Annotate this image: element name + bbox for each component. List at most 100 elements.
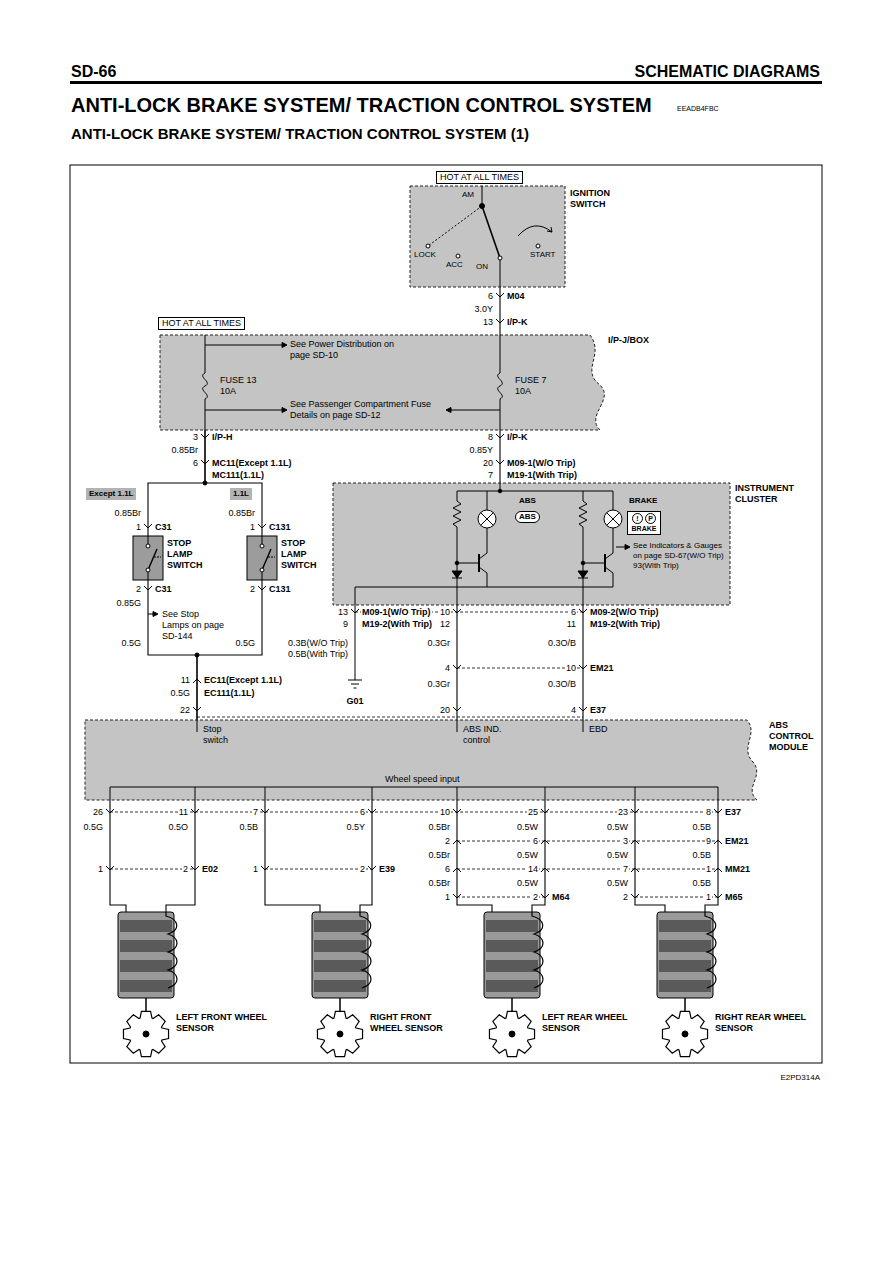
wire-label: 9	[705, 836, 712, 847]
page-heading: SD-66	[70, 62, 117, 81]
wire-label: 20	[482, 458, 494, 469]
wire-label: 0.5W	[606, 850, 629, 861]
wire-label: 1	[135, 522, 142, 533]
node-label: STOP LAMP SWITCH	[167, 538, 211, 571]
junction-box: I/P-J/BOXSee Power Distribution on page …	[160, 335, 600, 430]
node-label: 1.1L	[233, 489, 249, 498]
contact-dot	[536, 244, 540, 248]
wire-label: M09-1(W/O Trip)	[361, 607, 432, 618]
wire-label: 1	[249, 522, 256, 533]
wire-label: 2	[622, 892, 629, 903]
tone-wheel-hub	[143, 1031, 149, 1037]
input-stub	[545, 787, 546, 800]
wire-label: 0.5B	[691, 850, 712, 861]
wire-label: EM21	[724, 836, 750, 847]
fuse-symbol	[498, 335, 503, 430]
node-label: INSTRUMENT CLUSTER	[735, 483, 810, 505]
input-stub	[197, 720, 583, 732]
wire	[148, 580, 197, 720]
wire-label: 26	[92, 807, 104, 818]
wire-line	[262, 536, 263, 580]
wire-label: 0.5O	[167, 822, 189, 833]
coil-winding	[659, 940, 711, 952]
wire-label: 3	[622, 836, 629, 847]
ground-wire	[355, 605, 356, 680]
wire-label: 13	[482, 317, 494, 328]
wire-label: 7	[487, 470, 494, 481]
sw-drawing	[133, 536, 163, 580]
control-module: ABS CONTROL MODULEStop switchABS IND. co…	[85, 720, 760, 800]
sensor-stem	[511, 998, 513, 1011]
cluster-outline	[333, 483, 730, 605]
supply-note-box: HOT AT ALL TIMES	[158, 317, 245, 330]
coil-wire	[532, 912, 543, 988]
start-spring	[547, 227, 552, 232]
connector-dash	[457, 869, 718, 870]
ground-bus	[355, 587, 613, 605]
node-label: LEFT FRONT WHEEL SENSOR	[176, 1012, 271, 1034]
node-label: LOCK	[414, 250, 436, 260]
junction-dot	[455, 561, 459, 565]
transistor-symbol	[605, 567, 613, 587]
wire-label: 8	[705, 807, 712, 818]
frame	[70, 165, 822, 1063]
node-label: Except 1.1L	[89, 489, 133, 498]
wire-label: 25	[527, 807, 539, 818]
wire-label: 0.5G	[234, 638, 256, 649]
coil-drawing	[312, 912, 368, 998]
coil-wire	[166, 912, 177, 988]
wire-label: 0.3Gr	[426, 638, 451, 649]
node-label: AM	[462, 190, 474, 200]
wire-label: 6	[532, 836, 539, 847]
wire-label: 4	[444, 663, 451, 674]
node-label: EBD	[589, 724, 608, 735]
tone-wheel	[317, 1011, 362, 1056]
arrow-head	[153, 612, 158, 617]
coil-winding	[486, 940, 538, 952]
diode-symbol	[452, 578, 462, 579]
wire-label: C131	[268, 522, 292, 533]
diagram-title: ANTI-LOCK BRAKE SYSTEM/ TRACTION CONTROL…	[70, 93, 653, 117]
wheel-sensor: LEFT FRONT WHEEL SENSOR	[118, 912, 174, 998]
wire-label: 0.3Gr	[426, 679, 451, 690]
switch-plunger	[154, 557, 161, 558]
switch-body	[247, 536, 277, 580]
coil-winding	[120, 980, 172, 992]
wire-line	[487, 491, 488, 510]
node-label: ABS	[519, 496, 536, 506]
wire-label: 0.5Br	[427, 878, 451, 889]
wire-label: 1	[97, 864, 104, 875]
switch-lever	[428, 206, 482, 246]
wire-label: M19-2(With Trip)	[589, 619, 661, 630]
node-label: LEFT REAR WHEEL SENSOR	[542, 1012, 637, 1034]
wire-label: 0.5W	[516, 878, 539, 889]
sw-drawing	[247, 536, 277, 580]
input-stub	[457, 787, 458, 800]
node-label: Stop switch	[203, 724, 237, 746]
wire-label: 0.5W	[516, 822, 539, 833]
wire-label: 14	[527, 864, 539, 875]
wire	[456, 605, 457, 720]
wire	[205, 430, 262, 536]
wire-label: 22	[179, 705, 191, 716]
wire-label: 0.5W	[606, 878, 629, 889]
wire-label: 2	[359, 864, 366, 875]
sensor-stem	[145, 998, 147, 1011]
node-label: BRAKE	[631, 524, 657, 533]
wire-label: EC111(1.1L)	[203, 688, 256, 699]
warning-icon: !PBRAKE	[627, 511, 661, 535]
wire-label: 11	[178, 807, 189, 818]
wire-label: 0.5G	[82, 822, 104, 833]
coil-winding	[659, 980, 711, 992]
coil-winding	[314, 920, 366, 932]
variant-tag: 1.1L	[230, 488, 252, 500]
transistor-symbol	[605, 528, 613, 559]
sensor-coil	[118, 912, 174, 998]
wire-label: See Stop Lamps on page SD-144	[161, 609, 229, 642]
coil-drawing	[118, 912, 174, 998]
coil-winding	[659, 920, 711, 932]
coil-winding	[486, 920, 538, 932]
start-spring	[518, 226, 552, 236]
leader-line	[205, 410, 283, 411]
